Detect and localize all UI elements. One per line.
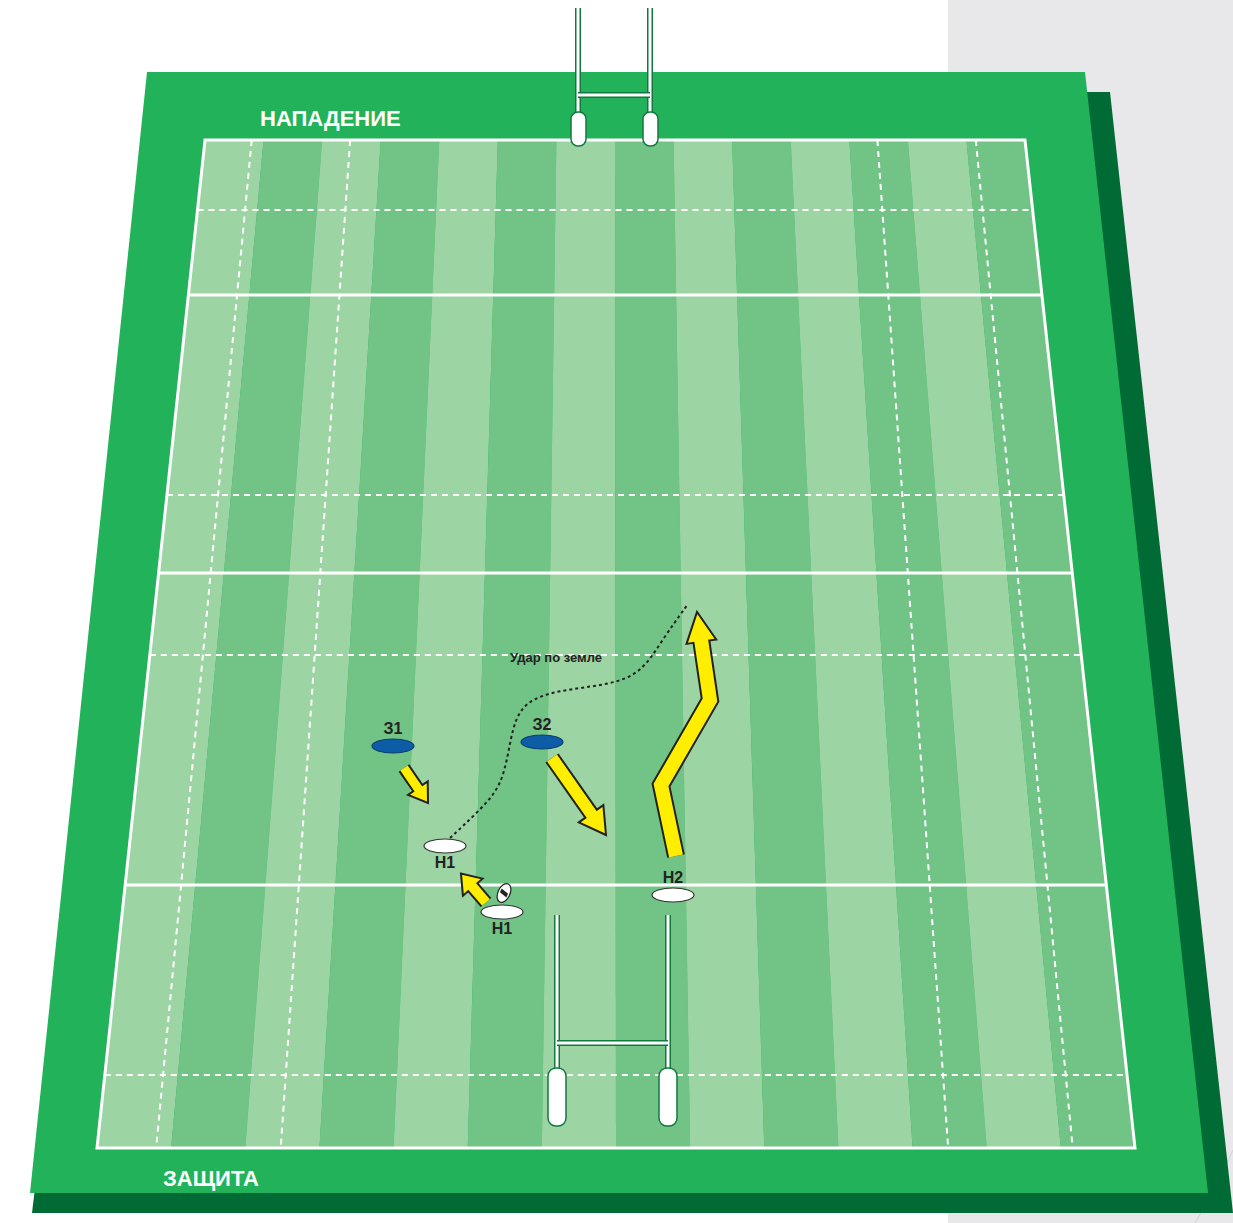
player-label: Н1 bbox=[435, 854, 455, 872]
kick-label: Удар по земле bbox=[510, 650, 602, 665]
arrow-body bbox=[461, 874, 486, 903]
run-arrow bbox=[661, 612, 716, 856]
player-symbol bbox=[519, 734, 565, 750]
player-symbol bbox=[370, 738, 416, 754]
post-pad bbox=[571, 112, 586, 146]
goal-crossbar bbox=[578, 94, 650, 97]
post-pad bbox=[659, 1068, 677, 1126]
arrow-shaft bbox=[661, 639, 710, 856]
ball-stripe bbox=[499, 889, 509, 898]
goal-crossbar bbox=[557, 1042, 668, 1045]
arrow-shaft bbox=[471, 885, 486, 903]
arrow-shaft bbox=[552, 758, 593, 816]
player-ellipse bbox=[372, 739, 414, 753]
field-line bbox=[159, 572, 1073, 575]
goal-crossbar bbox=[578, 92, 650, 98]
player-label: Н1 bbox=[492, 920, 512, 938]
player-ellipse bbox=[424, 839, 466, 853]
board bbox=[30, 72, 1208, 1193]
player-marker: Н2 bbox=[650, 869, 696, 903]
run-arrow bbox=[552, 758, 606, 835]
side-title: НАПАДЕНИЕ bbox=[260, 106, 401, 132]
field-stripe bbox=[468, 140, 557, 1148]
player-ellipse bbox=[652, 888, 694, 902]
dashed-line bbox=[198, 209, 1033, 211]
pass-arrow bbox=[461, 874, 486, 903]
player-marker: З2 bbox=[519, 716, 565, 750]
player-marker: Н1 bbox=[479, 904, 525, 938]
rugby-ball bbox=[494, 881, 513, 904]
post-pad bbox=[548, 1068, 566, 1126]
field-stripe bbox=[542, 140, 616, 1148]
player-ellipse bbox=[521, 735, 563, 749]
dashed-line bbox=[877, 140, 948, 1148]
arrow-shaft bbox=[404, 768, 420, 791]
dashed-line bbox=[150, 654, 1081, 656]
dashed-line bbox=[167, 494, 1064, 496]
goal-crossbar bbox=[557, 1040, 668, 1046]
player-marker: Н1 bbox=[422, 838, 468, 872]
field-line bbox=[188, 294, 1042, 297]
dashed-line bbox=[976, 140, 1073, 1148]
side-title: ЗАЩИТА bbox=[163, 1166, 259, 1192]
post-pad bbox=[643, 112, 658, 146]
run-arrow bbox=[404, 768, 428, 803]
field-border bbox=[97, 140, 1135, 1148]
player-label: З2 bbox=[533, 716, 552, 734]
player-symbol bbox=[479, 904, 525, 920]
field-stripe bbox=[966, 140, 1135, 1148]
kick-path bbox=[450, 604, 688, 838]
player-symbol bbox=[422, 838, 468, 854]
player-label: Н2 bbox=[663, 869, 683, 887]
dashed-line bbox=[281, 140, 350, 1148]
dashed-line bbox=[105, 1074, 1127, 1076]
dashed-line bbox=[156, 140, 252, 1148]
field-line bbox=[125, 884, 1106, 887]
player-symbol bbox=[650, 887, 696, 903]
player-label: З1 bbox=[384, 720, 403, 738]
ball-body bbox=[494, 881, 513, 904]
player-marker: З1 bbox=[370, 720, 416, 754]
player-ellipse bbox=[481, 905, 523, 919]
